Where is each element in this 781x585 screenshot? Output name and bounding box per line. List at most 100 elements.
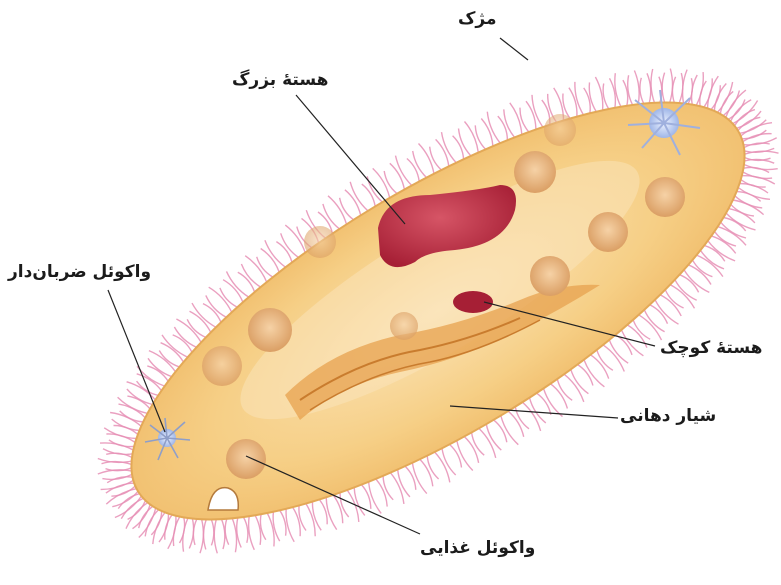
cilium	[508, 411, 524, 437]
micronucleus-label: هستهٔ کوچک	[660, 338, 762, 358]
cilium	[281, 233, 299, 257]
cilium	[153, 512, 165, 544]
cilium	[430, 147, 442, 170]
cilium	[486, 424, 501, 450]
cilium	[407, 159, 419, 182]
cilium	[595, 77, 602, 110]
cilia-leader	[500, 38, 528, 60]
cilium	[280, 510, 286, 535]
cilium	[743, 167, 769, 172]
cilia-label: مژک	[458, 9, 497, 29]
cilium	[670, 69, 673, 103]
cilium	[738, 117, 760, 130]
cilium	[557, 379, 572, 400]
cilium	[515, 407, 529, 429]
cilium	[481, 119, 493, 147]
cilium	[464, 437, 478, 463]
cilium	[550, 384, 567, 409]
cilium	[118, 494, 139, 509]
cilium	[362, 184, 375, 206]
cilium	[453, 136, 464, 160]
cilium	[101, 480, 134, 489]
macronucleus-leader	[296, 95, 405, 224]
cilium	[420, 459, 433, 486]
cilium	[326, 497, 337, 529]
cilium	[623, 80, 628, 106]
cilium	[376, 479, 387, 507]
cilium	[237, 518, 241, 548]
cilium	[211, 519, 214, 545]
cilium	[744, 143, 770, 148]
cilium	[180, 517, 185, 543]
cilium	[151, 511, 161, 535]
cilium	[110, 413, 141, 427]
cilium	[442, 448, 456, 475]
cilium	[427, 456, 438, 479]
cilium	[222, 519, 225, 549]
cilium	[522, 402, 540, 431]
cilium	[662, 73, 665, 103]
cilium	[532, 95, 543, 127]
cilium	[419, 144, 435, 174]
cilium	[651, 69, 654, 103]
cilium	[738, 188, 770, 200]
cilium	[306, 504, 315, 537]
cilium	[720, 91, 733, 114]
cilium	[200, 519, 203, 553]
cilium	[413, 151, 427, 178]
cilium	[209, 287, 232, 312]
cilium	[384, 171, 397, 194]
cilium	[494, 420, 507, 442]
cilium	[683, 70, 688, 104]
cilium	[340, 198, 354, 220]
cilium	[137, 366, 165, 386]
cilium	[647, 73, 651, 103]
cilium	[577, 365, 593, 386]
cilium	[214, 519, 217, 553]
cilium	[367, 176, 382, 202]
cilium	[390, 163, 405, 189]
cilium	[145, 510, 158, 537]
cilium	[323, 204, 340, 229]
cilium	[257, 257, 273, 277]
cilium	[640, 78, 644, 104]
micronucleus	[453, 291, 493, 313]
macronucleus-label: هستهٔ بزرگ	[232, 70, 328, 90]
cilium	[189, 519, 193, 549]
cilium	[286, 509, 294, 542]
cilium	[383, 476, 393, 500]
cilium	[504, 109, 515, 137]
contractile-vacuole-label: واکوئل ضربان‌دار	[8, 262, 151, 282]
cilium	[276, 242, 292, 263]
cilium	[692, 75, 698, 105]
cilium	[530, 398, 546, 423]
cilium	[603, 84, 609, 110]
cilium	[744, 159, 774, 163]
cilium	[98, 459, 132, 463]
cilium	[412, 463, 426, 494]
cilium	[465, 122, 479, 153]
cilium	[457, 441, 473, 471]
cilium	[472, 433, 485, 456]
cilium	[634, 71, 639, 105]
cilium	[526, 101, 536, 129]
cilium	[232, 518, 236, 552]
cilium	[510, 103, 522, 135]
cilium	[537, 393, 551, 415]
cilium	[436, 139, 449, 166]
cilium	[225, 519, 229, 545]
cilium	[249, 516, 255, 550]
cilium	[243, 517, 247, 543]
cilium	[597, 350, 613, 371]
cilium	[718, 227, 746, 246]
cilium	[398, 470, 410, 497]
cilium	[102, 474, 132, 479]
cilium	[238, 272, 255, 292]
oral-groove-label: شیار دهانی	[620, 406, 716, 426]
cilium	[739, 120, 766, 134]
cilium	[345, 190, 361, 216]
cilium	[633, 320, 650, 340]
cilium	[697, 255, 723, 277]
cilium	[354, 487, 365, 515]
